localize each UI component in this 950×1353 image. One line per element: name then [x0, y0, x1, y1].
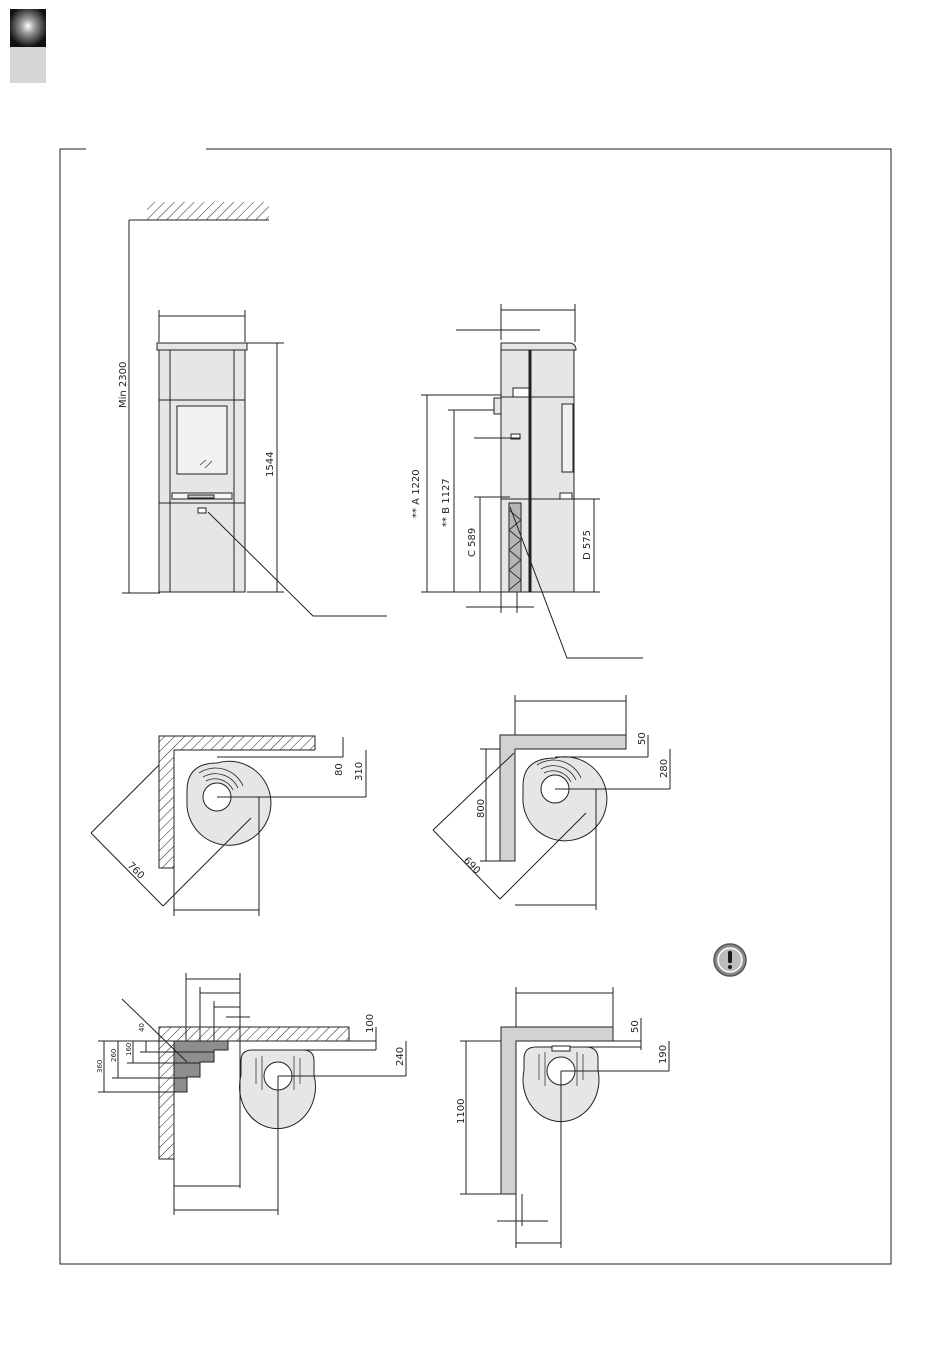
- dim-690: 690: [461, 855, 482, 876]
- min-height-label: Min 2300: [118, 362, 129, 408]
- dim-1100: 1100: [456, 1099, 467, 1124]
- section-tab-icon: [10, 9, 46, 83]
- b-height-label: ** B 1127: [441, 478, 452, 527]
- dim-160: 160: [125, 1043, 133, 1056]
- dim-50: 50: [637, 732, 648, 745]
- dim-50-rear: 50: [630, 1020, 641, 1033]
- dim-240: 240: [395, 1047, 406, 1066]
- stepped-clearance: [174, 1041, 228, 1092]
- dim-310: 310: [354, 762, 365, 781]
- dim-280: 280: [659, 759, 670, 778]
- dim-190: 190: [658, 1045, 669, 1064]
- dim-760: 760: [125, 860, 146, 881]
- side-view: [421, 304, 643, 658]
- dim-260: 260: [110, 1049, 118, 1062]
- front-view: [122, 202, 387, 616]
- dim-80: 80: [334, 763, 345, 776]
- stove-glass-door: [177, 406, 227, 474]
- corner-hatched-view: [91, 736, 366, 916]
- dim-40: 40: [138, 1023, 146, 1032]
- ceiling-hatch: [147, 202, 269, 220]
- a-height-label: ** A 1220: [411, 469, 422, 518]
- c-height-label: C 589: [467, 528, 478, 557]
- dim-800: 800: [476, 799, 487, 818]
- dim-100: 100: [365, 1014, 376, 1033]
- d-height-label: D 575: [582, 530, 593, 560]
- corner-wall-view: [433, 695, 670, 910]
- height-label: 1544: [265, 452, 276, 477]
- exclamation-circle-icon: [714, 944, 746, 976]
- dim-360: 360: [96, 1060, 104, 1073]
- rear-steps-view: [98, 973, 406, 1215]
